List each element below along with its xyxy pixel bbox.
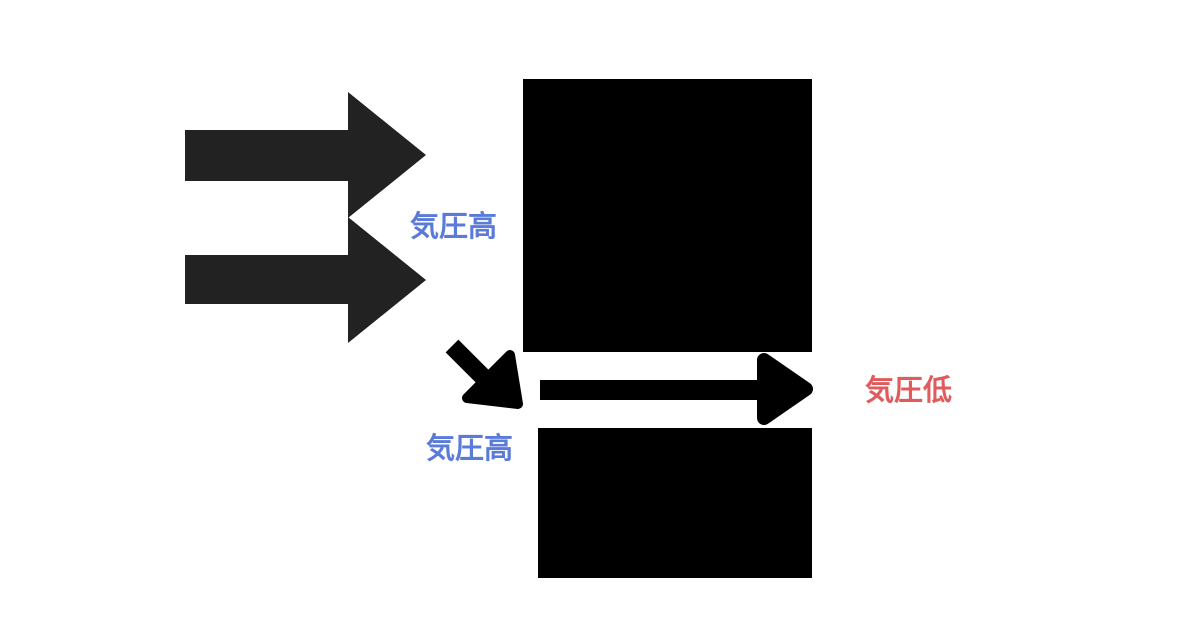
label-high-pressure-bottom: 気圧高 [426,431,514,465]
label-low-pressure: 気圧低 [865,373,953,407]
lower-block [538,428,812,578]
label-high-pressure-top: 気圧高 [410,209,498,243]
gap-arrow-shaft [540,380,770,400]
wind-arrow-lower [185,217,426,343]
gap-arrow-head [757,353,813,425]
diagonal-arrow-head [462,350,523,409]
upper-block [523,79,812,352]
wind-arrow-upper [185,92,426,218]
